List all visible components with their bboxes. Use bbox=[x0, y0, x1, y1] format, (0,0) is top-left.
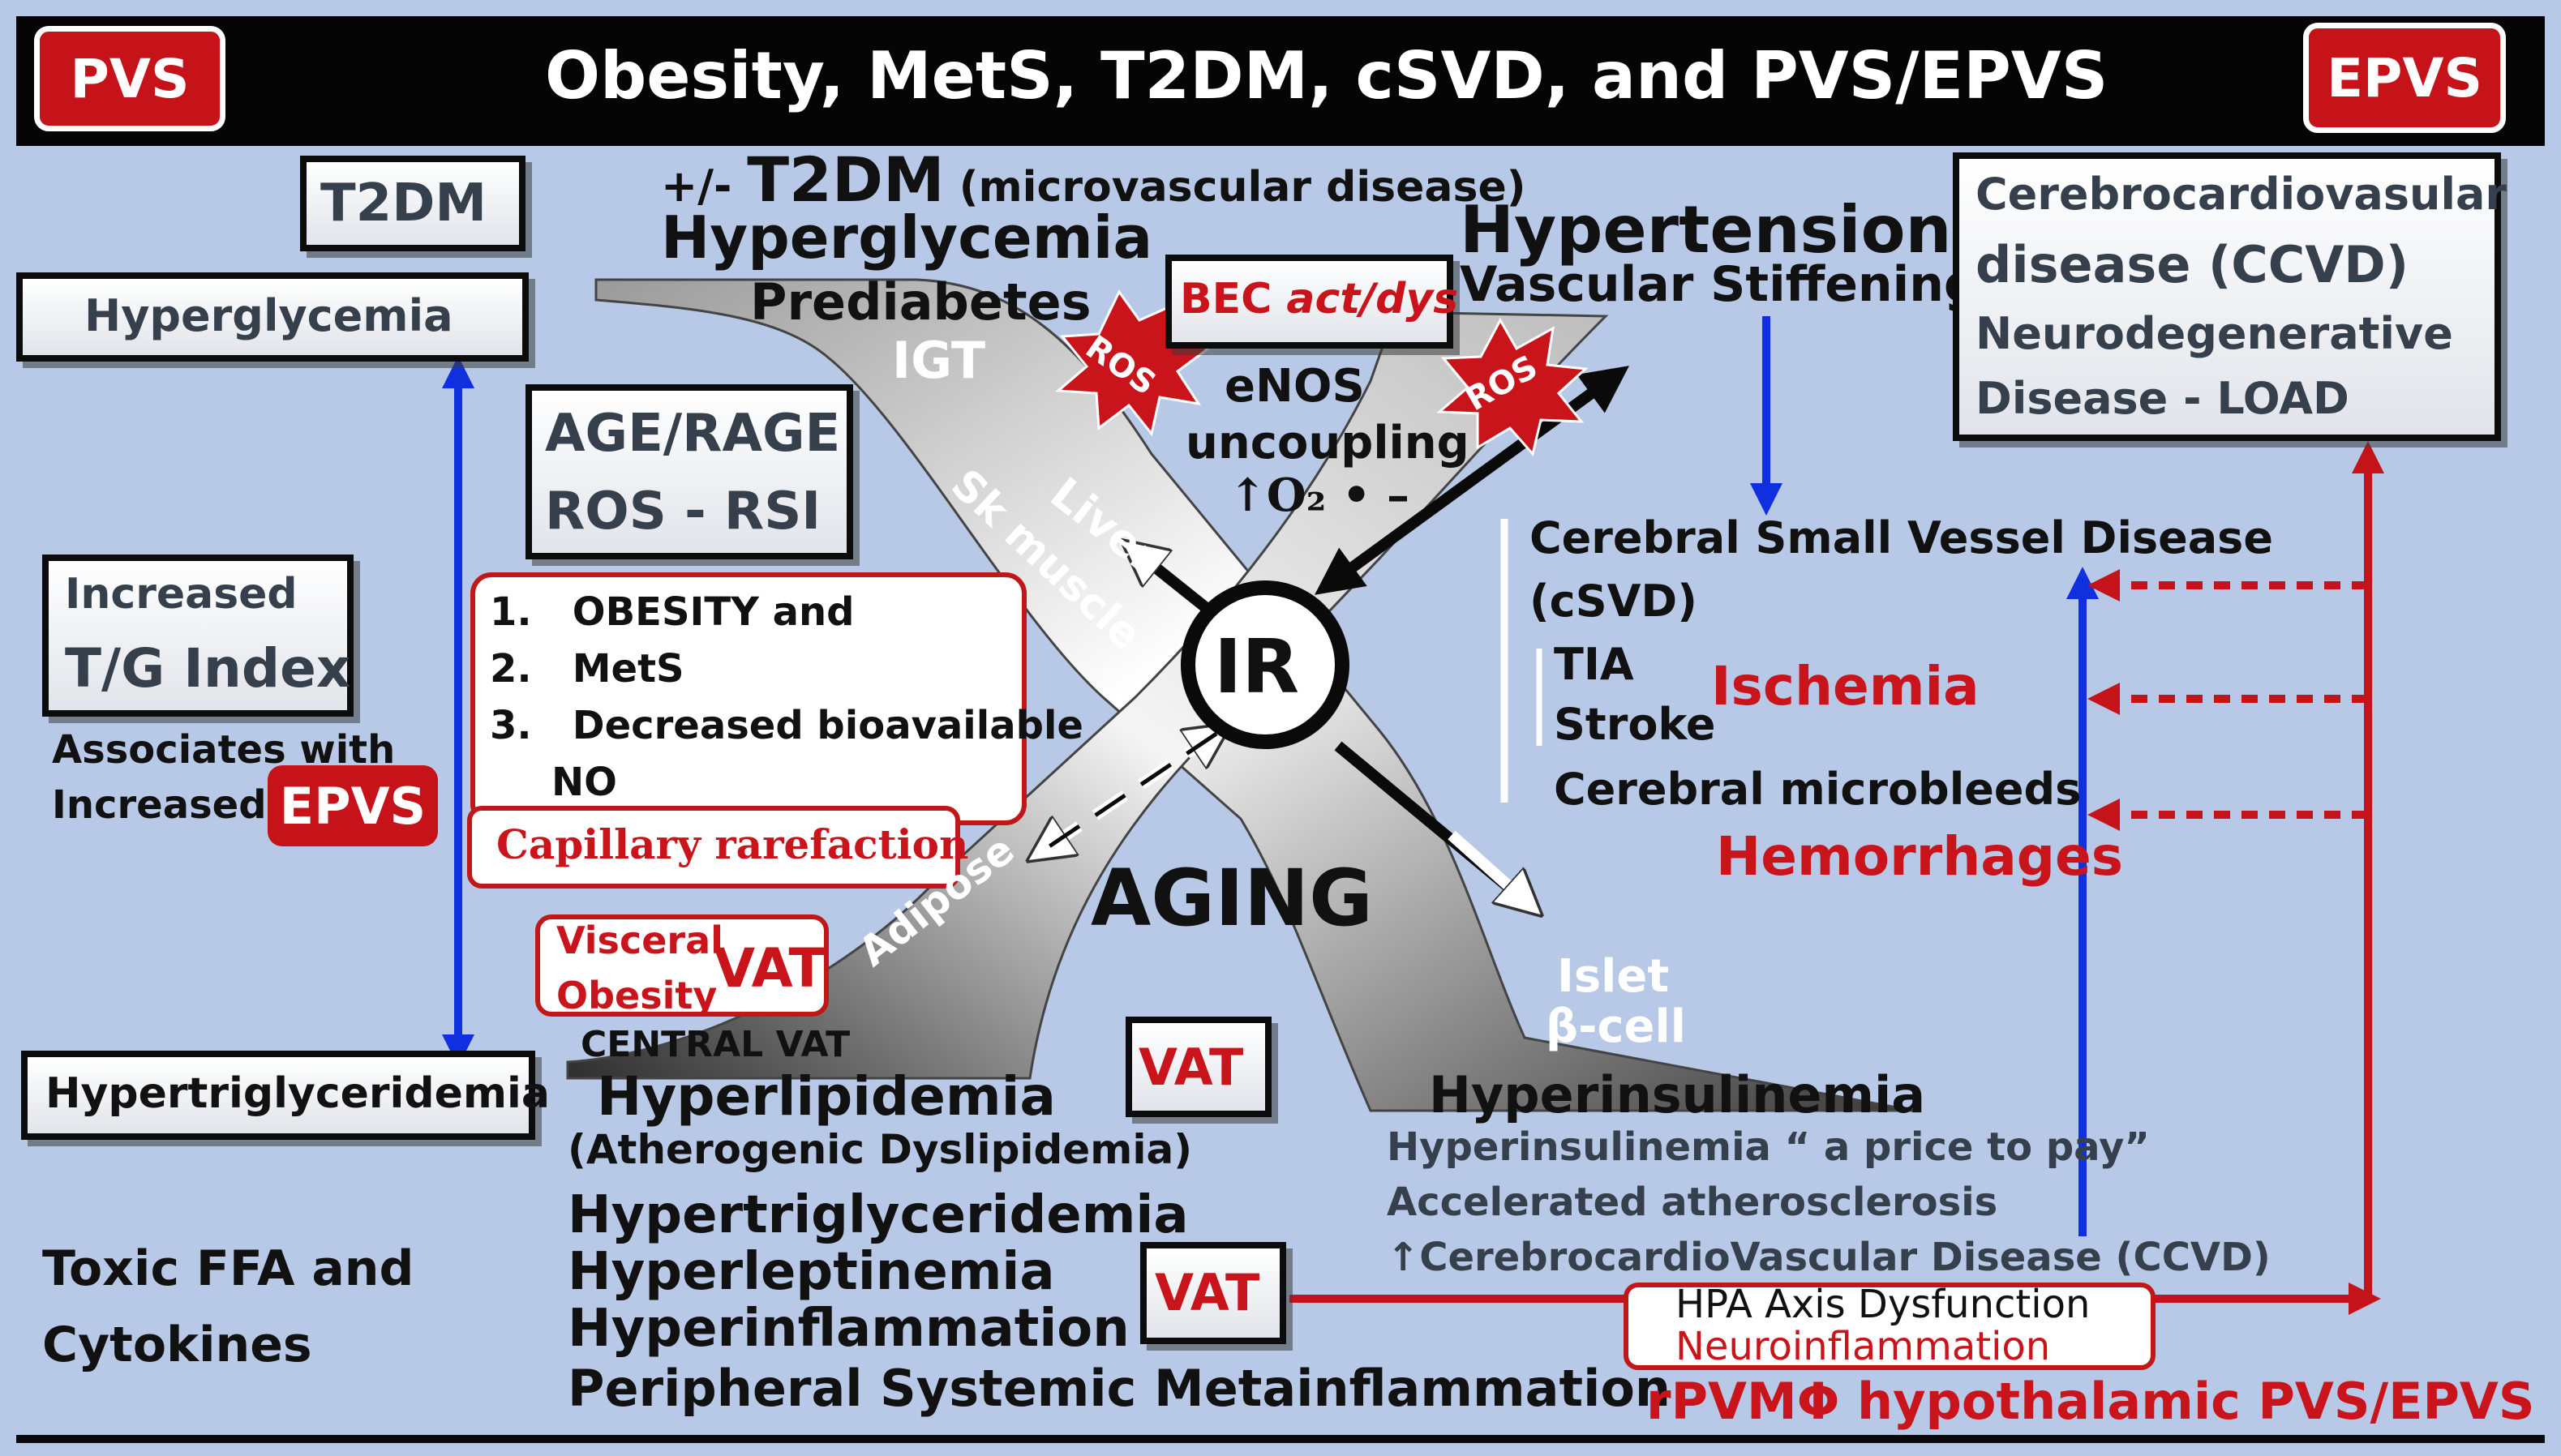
hypertension-label: Hypertension bbox=[1460, 192, 1952, 268]
hyperlipidemia-label: Hyperlipidemia bbox=[597, 1065, 1056, 1128]
associates-line2: Increased bbox=[52, 782, 267, 828]
beta-cell-label: β-cell bbox=[1546, 1000, 1686, 1053]
vat-big-label: VAT bbox=[714, 937, 826, 1000]
tg-index-line1: Increased bbox=[65, 570, 298, 619]
neuroinflammation-label: Neuroinflammation bbox=[1675, 1324, 2051, 1369]
ccvd-line-2: disease (CCVD) bbox=[1975, 235, 2409, 294]
visceral-vat-box bbox=[535, 914, 829, 1017]
rpvm-footer: rPVMΦ hypothalamic PVS/EPVS bbox=[1646, 1372, 2535, 1431]
uncoupling-label: uncoupling bbox=[1186, 417, 1469, 469]
csvd-line2: (cSVD) bbox=[1529, 576, 1697, 627]
associates-line1: Associates with bbox=[52, 727, 396, 773]
price-label: Hyperinsulinemia “ a price to pay” bbox=[1387, 1124, 2150, 1170]
t2dm-label: T2DM bbox=[320, 173, 487, 233]
pvs-badge: PVS bbox=[34, 26, 225, 131]
aging-label: AGING bbox=[1091, 853, 1373, 944]
bec-box bbox=[1165, 255, 1453, 349]
enos-label: eNOS bbox=[1225, 360, 1365, 413]
obesity-list-box bbox=[470, 572, 1027, 825]
list-text-3: Decreased bioavailable bbox=[572, 703, 1083, 748]
capillary-box bbox=[467, 806, 960, 889]
lower-list-item-4: Peripheral Systemic Metainflammation bbox=[568, 1359, 1671, 1418]
list-item-1: 1. OBESITY and bbox=[490, 592, 855, 632]
atherogenic-label: (Atherogenic Dyslipidemia) bbox=[568, 1126, 1193, 1173]
epvs-left-badge: EPVS bbox=[268, 765, 438, 846]
t2dm-prefix: +/- bbox=[661, 161, 748, 212]
hemorrhages-label: Hemorrhages bbox=[1716, 825, 2124, 888]
bec-label: BEC act/dys bbox=[1180, 277, 1458, 322]
vat-mid-label: VAT bbox=[1139, 1038, 1244, 1097]
prediabetes-label: Prediabetes bbox=[750, 272, 1092, 332]
t2dm-box bbox=[300, 156, 525, 251]
obesity-label: Obesity bbox=[556, 974, 718, 1017]
ischemia-label: Ischemia bbox=[1711, 655, 1980, 717]
list-text-2: MetS bbox=[572, 646, 684, 692]
age-rage-label: AGE/RAGE bbox=[545, 404, 841, 464]
islet-label: Islet bbox=[1557, 950, 1670, 1003]
microbleeds-label: Cerebral microbleeds bbox=[1554, 764, 2082, 815]
visceral-label: Visceral bbox=[556, 919, 723, 962]
t2dm-top: +/- T2DM (microvascular disease) bbox=[661, 148, 1525, 212]
header-title: Obesity, MetS, T2DM, cSVD, and PVS/EPVS bbox=[545, 38, 2108, 113]
list-num-1: 1. bbox=[490, 589, 573, 635]
toxic-line1: Toxic FFA and bbox=[42, 1240, 414, 1297]
stroke-label: Stroke bbox=[1554, 699, 1716, 750]
ccvd-box bbox=[1953, 152, 2501, 441]
age-rage-box bbox=[525, 384, 853, 559]
capillary-label: Capillary rarefaction bbox=[496, 820, 969, 868]
list-text-1: OBESITY and bbox=[572, 589, 855, 635]
tia-label: TIA bbox=[1554, 639, 1634, 690]
bec-italic: act/dys bbox=[1286, 275, 1459, 323]
lower-list-item-3: Hyperinflammation bbox=[568, 1299, 1130, 1359]
tg-index-line2: T/G Index bbox=[65, 637, 351, 700]
bec-prefix: BEC bbox=[1180, 275, 1287, 323]
ir-label: IR bbox=[1214, 623, 1300, 710]
list-num-3: 3. bbox=[490, 703, 573, 748]
list-num-2: 2. bbox=[490, 646, 573, 692]
vascular-stiffening-label: Vascular Stiffening bbox=[1460, 256, 1979, 313]
ccvd-up-label: ↑CerebrocardioVascular Disease (CCVD) bbox=[1387, 1235, 2271, 1280]
central-vat-label: CENTRAL VAT bbox=[581, 1024, 851, 1065]
vat-bottom-label: VAT bbox=[1155, 1263, 1260, 1322]
header-bar bbox=[16, 16, 2545, 146]
vat-mid-box bbox=[1126, 1017, 1272, 1117]
hyperglycemia-box bbox=[16, 272, 529, 362]
igt-label: IGT bbox=[892, 331, 986, 390]
csvd-line1: Cerebral Small Vessel Disease bbox=[1529, 512, 2273, 563]
ccvd-line-3: Neurodegenerative bbox=[1975, 308, 2453, 359]
toxic-line2: Cytokines bbox=[42, 1317, 312, 1373]
hpa-label: HPA Axis Dysfunction bbox=[1675, 1282, 2091, 1327]
hyperinsulinemia-label: Hyperinsulinemia bbox=[1429, 1065, 1926, 1124]
hypertriglyceridemia-left-label: Hypertriglyceridemia bbox=[45, 1069, 550, 1118]
t2dm-big: T2DM bbox=[747, 143, 945, 216]
accelerated-label: Accelerated atherosclerosis bbox=[1387, 1180, 1998, 1225]
vat-bottom-box bbox=[1140, 1242, 1286, 1344]
hyperglycemia-left-label: Hyperglycemia bbox=[84, 290, 453, 341]
list-item-3: 3. Decreased bioavailable bbox=[490, 705, 1083, 746]
ros-rsi-label: ROS - RSI bbox=[545, 482, 821, 542]
epvs-header-badge: EPVS bbox=[2303, 23, 2506, 133]
list-item-2: 2. MetS bbox=[490, 649, 684, 689]
lower-list-item-2: Hyperleptinemia bbox=[568, 1242, 1055, 1302]
superoxide-label: ↑O₂ • – bbox=[1229, 469, 1410, 522]
lower-list-item-1: Hypertriglyceridemia bbox=[568, 1185, 1189, 1245]
t2dm-suffix: (microvascular disease) bbox=[944, 163, 1526, 212]
list-tail: NO bbox=[551, 760, 617, 805]
tg-index-box bbox=[42, 555, 354, 717]
hypertriglyceridemia-box bbox=[21, 1051, 535, 1140]
hyperglycemia-top: Hyperglycemia bbox=[661, 203, 1153, 272]
hpa-box bbox=[1624, 1283, 2156, 1370]
ccvd-line-4: Disease - LOAD bbox=[1975, 373, 2349, 424]
ccvd-line-1: Cerebrocardiovasular bbox=[1975, 169, 2507, 220]
